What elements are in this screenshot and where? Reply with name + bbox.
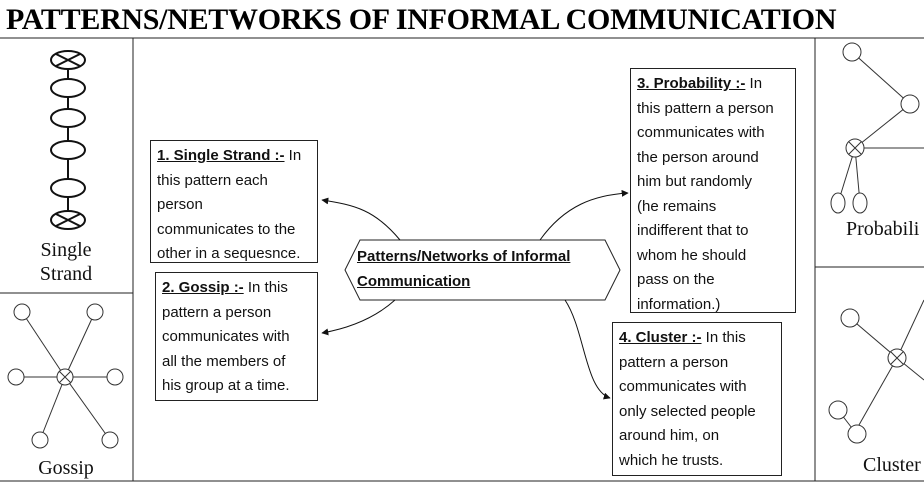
cluster-tail: In this — [701, 329, 746, 346]
center-hexagon — [344, 239, 621, 301]
node-icon — [106, 368, 124, 386]
gossip-tail: In this — [243, 279, 288, 296]
single-strand-box: 1. Single Strand :- In this pattern each… — [150, 140, 318, 263]
box-line: pattern a person — [619, 353, 729, 371]
gossip-box: 2. Gossip :- In this pattern a person co… — [155, 272, 318, 401]
node-icon — [847, 424, 867, 444]
center-label-line1: Patterns/Networks of Informal — [357, 248, 571, 265]
box-line: communicates with — [619, 378, 747, 395]
node-icon — [842, 42, 862, 62]
single-strand-diagram — [50, 50, 86, 230]
cluster-heading: 4. Cluster :- — [619, 329, 702, 346]
probability-tail: In — [745, 75, 763, 92]
box-line: communicates with — [637, 124, 765, 141]
caption-single-strand: Single Strand — [28, 238, 104, 286]
caption-gossip: Gossip — [38, 457, 94, 479]
box-line: person — [157, 196, 203, 213]
frame-lines — [0, 37, 924, 482]
node-icon — [7, 368, 25, 386]
caption-probability: Probabili — [846, 218, 920, 240]
arrow-to-cluster — [564, 299, 611, 400]
box-line: other in a sequesnce. — [157, 245, 301, 262]
probability-diagram — [830, 42, 924, 214]
node-icon — [50, 108, 86, 128]
arrow-to-single-strand — [321, 197, 401, 241]
cluster-first-line: 4. Cluster :- In this — [619, 326, 775, 351]
caption-cluster: Cluster — [863, 454, 921, 476]
box-line: only selected people — [619, 402, 756, 420]
box-line: him but randomly — [637, 173, 753, 190]
gossip-diagram — [7, 303, 124, 449]
box-line: pass on the — [637, 271, 715, 288]
center-label-line2: Communication — [357, 273, 471, 290]
box-line: information.) — [637, 295, 721, 313]
node-icon — [50, 178, 86, 198]
box-line: whom he should — [637, 246, 747, 264]
probability-first-line: 3. Probability :- In — [637, 72, 789, 97]
probability-heading: 3. Probability :- — [637, 75, 746, 92]
arrow-to-gossip — [321, 299, 396, 336]
arrow-to-probability — [539, 189, 629, 241]
box-line: all the members of — [162, 352, 286, 370]
box-line: this pattern each — [157, 171, 268, 189]
box-line: his group at a time. — [162, 377, 290, 394]
single-strand-first-line: 1. Single Strand :- In — [157, 144, 311, 169]
node-icon — [830, 192, 846, 214]
box-line: (he remains — [637, 197, 717, 215]
box-line: indifferent that to — [637, 222, 749, 239]
node-icon — [101, 431, 119, 449]
box-line: around him, on — [619, 427, 720, 444]
single-strand-tail: In — [284, 147, 302, 164]
cluster-diagram — [828, 299, 924, 444]
box-line: pattern a person — [162, 303, 272, 321]
node-icon — [50, 140, 86, 160]
probability-box: 3. Probability :- In this pattern a pers… — [630, 68, 796, 313]
box-line: which he trusts. — [619, 451, 724, 469]
single-strand-heading: 1. Single Strand :- — [157, 147, 285, 164]
node-icon — [31, 431, 49, 449]
node-icon — [828, 400, 848, 420]
gossip-heading: 2. Gossip :- — [162, 279, 244, 296]
node-icon — [900, 94, 920, 114]
node-icon — [852, 192, 868, 214]
gossip-first-line: 2. Gossip :- In this — [162, 276, 311, 301]
node-icon — [86, 303, 104, 321]
node-icon — [13, 303, 31, 321]
box-line: this pattern a person — [637, 99, 774, 117]
page-title: PATTERNS/NETWORKS OF INFORMAL COMMUNICAT… — [6, 3, 837, 36]
connector-arrows — [321, 189, 629, 400]
caption-single-strand-line1: Single — [40, 239, 92, 261]
cluster-box: 4. Cluster :- In this pattern a person c… — [612, 322, 782, 476]
box-line: communicates with — [162, 328, 290, 345]
node-icon — [50, 78, 86, 98]
center-label: Patterns/Networks of Informal Communicat… — [357, 244, 607, 294]
box-line: the person around — [637, 148, 759, 166]
node-icon — [840, 308, 860, 328]
box-line: communicates to the — [157, 220, 296, 238]
caption-single-strand-line2: Strand — [39, 263, 93, 285]
